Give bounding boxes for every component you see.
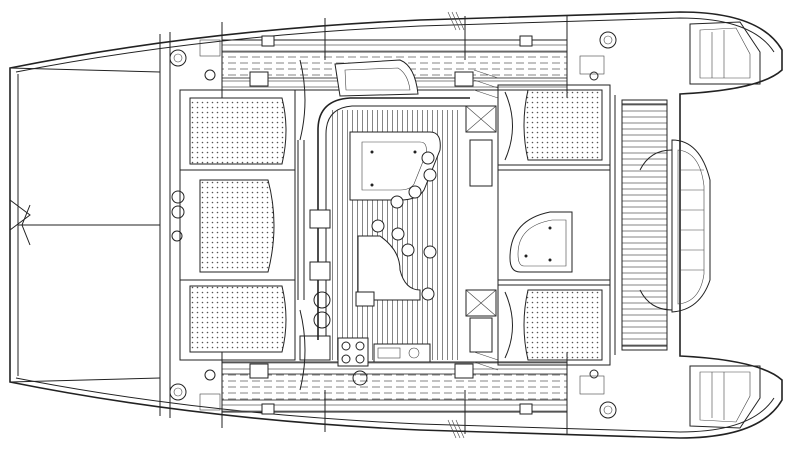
bed-bottom-aft — [523, 289, 603, 361]
galley-sink — [373, 343, 431, 363]
head-bottom-aft — [579, 369, 617, 419]
stool — [371, 219, 385, 233]
bed-middle-forward — [199, 179, 275, 273]
bed-bottom-forward — [189, 285, 287, 353]
stool — [391, 227, 405, 241]
aft-cockpit — [614, 95, 711, 355]
stool — [421, 287, 435, 301]
aft-cabins — [497, 84, 611, 366]
head-bottom-forward — [169, 369, 221, 411]
aft-steps-bottom — [689, 365, 761, 429]
stool — [421, 151, 435, 165]
stool — [423, 245, 437, 259]
aft-steps-top — [689, 21, 761, 85]
dinette-table — [349, 131, 441, 201]
saloon — [299, 59, 470, 386]
bed-top-aft — [523, 89, 603, 161]
head-top-forward — [169, 39, 221, 81]
stool — [390, 195, 404, 209]
stove — [337, 337, 369, 367]
galley-counter — [357, 235, 421, 301]
stool — [401, 243, 415, 257]
stool — [408, 185, 422, 199]
stool — [423, 168, 437, 182]
head-top-aft — [579, 31, 617, 81]
hull-outline — [9, 11, 783, 439]
bed-top-forward — [189, 97, 287, 165]
cockpit-area — [9, 67, 161, 383]
forward-cabins — [171, 89, 305, 361]
